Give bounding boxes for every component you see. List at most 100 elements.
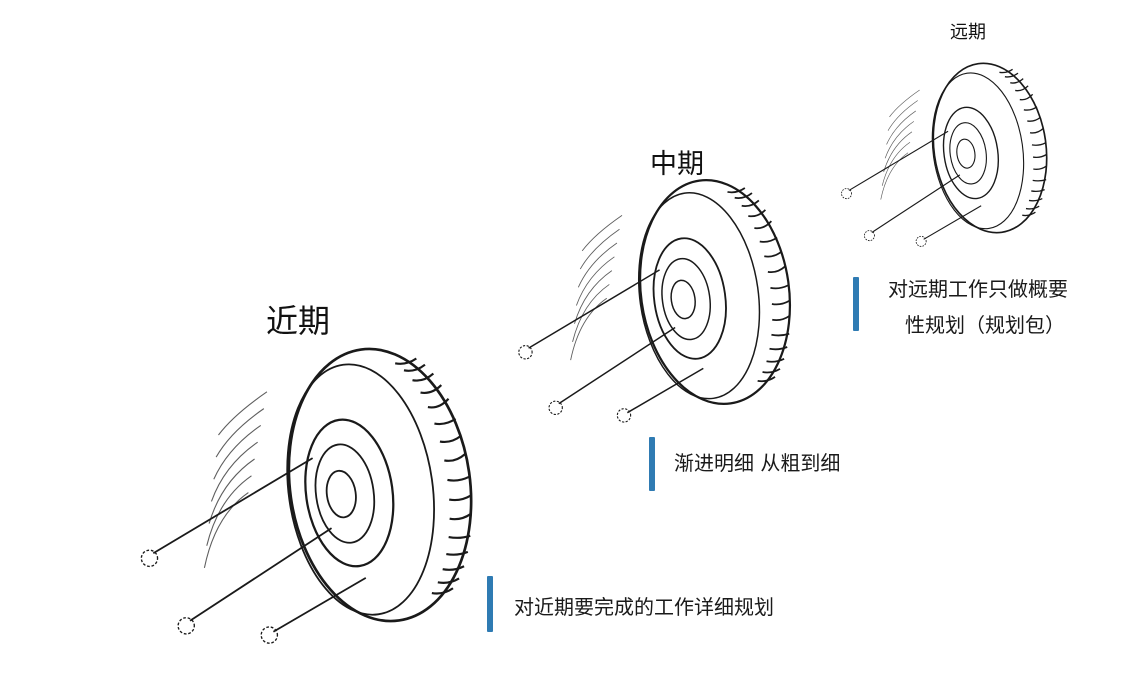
tread-mark [1023,106,1038,111]
hub-cap [325,469,357,519]
tread-mark [444,453,466,462]
tread-mark [1032,154,1047,159]
tread-mark [403,363,426,372]
tire-outer [638,179,792,405]
far-note-accent-bar [853,277,859,331]
dust-puff-icon [841,188,853,200]
speed-line [528,269,660,349]
speed-line [871,174,961,233]
hub-cap [956,138,976,169]
far-term-note-line1: 对远期工作只做概要 [888,277,1068,301]
tire-outer [932,62,1048,234]
mid-term-label: 中期 [650,149,704,180]
mid-term-tire [518,179,792,423]
dust-puff-icon [616,408,632,423]
motion-streak [570,297,608,361]
motion-streak [213,424,262,480]
motion-streak [889,89,920,118]
motion-streak [577,242,618,288]
near-term-tire [140,347,473,644]
motion-streak [572,284,610,343]
tread-mark [727,187,746,194]
motion-streak [884,121,915,159]
mid-term-note: 渐进明细 从粗到细 [674,451,841,475]
tread-mark [1019,93,1034,101]
dust-puff-icon [863,230,875,242]
tread-mark [1031,189,1045,193]
motion-streak [218,391,268,436]
rim [942,106,999,200]
tire-sidewall [637,192,761,400]
mid-note-accent-bar [649,437,655,491]
tread-mark [1027,116,1041,122]
tread-mark [446,550,469,556]
near-term-label: 近期 [266,302,331,340]
rim [652,237,727,360]
speed-line [189,527,333,622]
tread-mark [394,357,417,365]
tread-mark [771,332,790,337]
tread-mark [449,494,472,502]
tread-mark [431,587,454,595]
tread-mark [770,284,789,290]
motion-streak [203,492,249,568]
tread-mark [449,513,472,521]
hub-cap [670,279,696,320]
far-term-tire [841,62,1048,247]
motion-streak [881,141,911,186]
rim-inner [314,443,376,544]
tread-mark [1025,205,1040,210]
tread-mark [412,372,435,382]
tread-mark [447,475,470,482]
speed-line [558,326,676,405]
motion-streak [215,408,265,458]
tire-outer [287,347,473,623]
tread-mark [764,250,783,258]
speed-line [152,457,314,554]
tread-mark [734,192,753,199]
tread-mark [767,265,786,274]
tread-mark [420,384,443,394]
tread-mark [748,209,767,218]
tread-mark [771,299,790,306]
motion-streak [206,475,252,546]
dust-puff-icon [518,345,533,360]
motion-streak [880,152,909,200]
tread-mark [437,577,460,584]
tread-mark [1004,72,1019,78]
tread-mark [1033,165,1047,170]
rim-inner [661,257,711,341]
tread-mark [442,565,465,571]
motion-streak [208,458,255,524]
dust-puff-icon [915,235,927,247]
motion-streak [581,215,623,252]
dust-puff-icon [140,549,159,568]
motion-streak [883,131,913,173]
tread-mark [766,357,785,363]
tire-sidewall [931,72,1025,230]
tread-mark [762,368,781,374]
speed-line [848,130,949,191]
near-note-accent-bar [487,576,493,632]
far-term-note-line2: 性规划（规划包） [905,313,1065,337]
tread-mark [434,417,457,426]
tread-mark [754,220,773,230]
motion-streak [210,441,258,502]
tread-mark [769,346,788,351]
tread-mark [1015,85,1029,92]
long-term-label: 远期 [950,22,986,43]
tread-mark [1031,142,1046,146]
rim [304,418,395,568]
dust-puff-icon [177,617,195,635]
motion-streak [886,110,916,145]
tread-mark [772,315,791,322]
tread-mark [1032,178,1047,182]
tread-mark [759,236,778,243]
tread-mark [757,376,776,383]
tread-mark [999,68,1013,74]
rim-inner [949,122,987,185]
near-term-note: 对近期要完成的工作详细规划 [514,595,774,619]
tread-mark [439,434,462,444]
tread-mark [1028,197,1043,202]
